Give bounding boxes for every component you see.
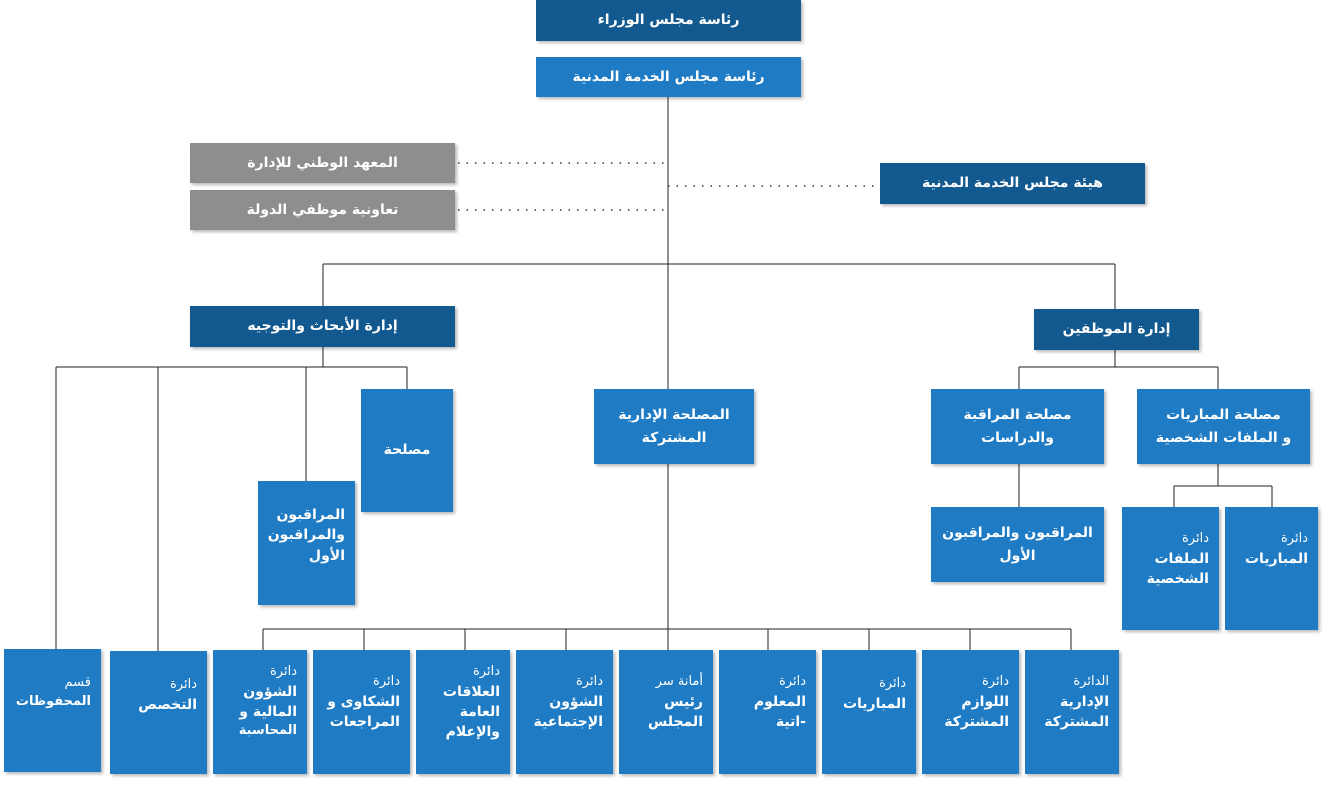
specialization-prefix: دائرة xyxy=(169,677,197,692)
competitions-bottom-line-1: المباريات xyxy=(842,695,906,712)
social-affairs-prefix: دائرة xyxy=(575,674,603,689)
box-national-institute: المعهد الوطني للإدارة xyxy=(190,143,455,183)
common-admin-dept-line-1: الإدارية xyxy=(1059,693,1109,710)
finance-line-3: المحاسبة xyxy=(238,723,297,739)
archives-line-1: المحفوظات xyxy=(15,693,91,709)
national-institute-label: المعهد الوطني للإدارة xyxy=(247,154,398,171)
box-inspectors-right: المراقبون والمراقبون الأول xyxy=(931,507,1104,582)
competitions-bottom-prefix: دائرة xyxy=(878,676,906,691)
finance-line-1: الشؤون xyxy=(243,683,297,700)
public-relations-prefix: دائرة xyxy=(472,664,500,679)
public-relations-line-2: العامة xyxy=(459,703,500,720)
personal-files-line-1: الملفات xyxy=(1154,550,1209,567)
inspectors-right-line-2: الأول xyxy=(999,547,1036,564)
specialization-line-1: التخصص xyxy=(138,696,197,713)
complaints-line-2: المراجعات xyxy=(329,713,400,730)
social-affairs-line-2: الإجتماعية xyxy=(533,713,603,730)
inspectors-line-1: المراقبون xyxy=(276,507,345,523)
social-affairs-line-1: الشؤون xyxy=(549,693,603,710)
box-finance-accounting: دائرة الشؤون المالية و المحاسبة xyxy=(213,650,307,774)
competitions-line-1: المباريات xyxy=(1244,550,1308,567)
box-presidency-civil-service: رئاسة مجلس الخدمة المدنية xyxy=(536,57,801,97)
inspectors-line-2: والمراقبون xyxy=(267,527,345,544)
box-presidency-cabinet: رئاسة مجلس الوزراء xyxy=(536,0,801,41)
finance-line-2: المالية و xyxy=(239,703,297,720)
personal-files-line-2: الشخصية xyxy=(1146,570,1209,587)
inspectors-line-3: الأول xyxy=(308,547,345,564)
box-directorate: مصلحة xyxy=(361,389,453,512)
inspectors-right-line-1: المراقبون والمراقبون xyxy=(942,525,1093,542)
informatics-prefix: دائرة xyxy=(778,674,806,689)
box-inspectors: المراقبون والمراقبون الأول xyxy=(258,481,355,605)
common-supplies-line-1: اللوازم xyxy=(961,693,1009,710)
presidency-cabinet-label: رئاسة مجلس الوزراء xyxy=(597,12,740,29)
monitoring-studies-line-2: والدراسات xyxy=(981,429,1054,446)
competitions-prefix: دائرة xyxy=(1280,531,1308,546)
box-research-guidance: إدارة الأبحاث والتوجيه xyxy=(190,306,455,347)
secretariat-prefix: أمانة سر xyxy=(655,674,703,689)
box-competitions: دائرة المباريات xyxy=(1225,507,1318,630)
competitions-files-line-1: مصلحة المباريات xyxy=(1166,407,1281,424)
public-relations-line-1: العلاقات xyxy=(442,683,500,700)
box-social-affairs: دائرة الشؤون الإجتماعية xyxy=(516,650,613,774)
box-informatics: دائرة المعلوم -اتية xyxy=(719,650,816,774)
common-supplies-line-2: المشتركة xyxy=(944,713,1009,730)
complaints-line-1: الشكاوى و xyxy=(327,693,400,710)
informatics-line-2: -اتية xyxy=(775,713,806,730)
box-common-supplies: دائرة اللوازم المشتركة xyxy=(922,650,1019,774)
common-admin-line-1: المصلحة الإدارية xyxy=(618,407,730,424)
box-specialization: دائرة التخصص xyxy=(110,651,207,774)
common-admin-dept-prefix: الدائرة xyxy=(1073,674,1109,689)
common-admin-line-2: المشتركة xyxy=(641,429,707,446)
box-complaints-reviews: دائرة الشكاوى و المراجعات xyxy=(313,650,410,774)
public-relations-line-3: والإعلام xyxy=(445,724,500,741)
informatics-line-1: المعلوم xyxy=(753,693,806,710)
box-council-secretariat: أمانة سر رئيس المجلس xyxy=(619,650,713,774)
box-staff-administration: إدارة الموظفين xyxy=(1034,309,1199,350)
common-admin-dept-line-2: المشتركة xyxy=(1044,713,1109,730)
research-guidance-label: إدارة الأبحاث والتوجيه xyxy=(247,318,398,335)
box-employees-cooperative: تعاونية موظفي الدولة xyxy=(190,190,455,230)
staff-administration-label: إدارة الموظفين xyxy=(1062,321,1171,338)
competitions-files-line-2: و الملفات الشخصية xyxy=(1155,429,1292,446)
civil-service-board-label: هيئة مجلس الخدمة المدنية xyxy=(922,175,1103,192)
secretariat-line-2: المجلس xyxy=(647,713,703,730)
box-personal-files: دائرة الملفات الشخصية xyxy=(1122,507,1219,630)
presidency-civil-service-label: رئاسة مجلس الخدمة المدنية xyxy=(572,68,765,85)
box-archives: قسم المحفوظات xyxy=(4,649,101,772)
employees-cooperative-label: تعاونية موظفي الدولة xyxy=(246,201,399,218)
personal-files-prefix: دائرة xyxy=(1181,531,1209,546)
box-monitoring-studies: مصلحة المراقبة والدراسات xyxy=(931,389,1104,464)
box-common-admin-directorate: المصلحة الإدارية المشتركة xyxy=(594,389,754,464)
secretariat-line-1: رئيس xyxy=(664,693,703,710)
monitoring-studies-line-1: مصلحة المراقبة xyxy=(963,407,1072,424)
box-competitions-files: مصلحة المباريات و الملفات الشخصية xyxy=(1137,389,1310,464)
archives-prefix: قسم xyxy=(64,675,91,690)
complaints-prefix: دائرة xyxy=(372,674,400,689)
box-competitions-bottom: دائرة المباريات xyxy=(822,650,916,774)
finance-prefix: دائرة xyxy=(269,664,297,679)
box-common-admin-dept: الدائرة الإدارية المشتركة xyxy=(1025,650,1119,774)
box-public-relations: دائرة العلاقات العامة والإعلام xyxy=(416,650,510,774)
common-supplies-prefix: دائرة xyxy=(981,674,1009,689)
directorate-label: مصلحة xyxy=(383,442,431,459)
box-civil-service-board: هيئة مجلس الخدمة المدنية xyxy=(880,163,1145,204)
